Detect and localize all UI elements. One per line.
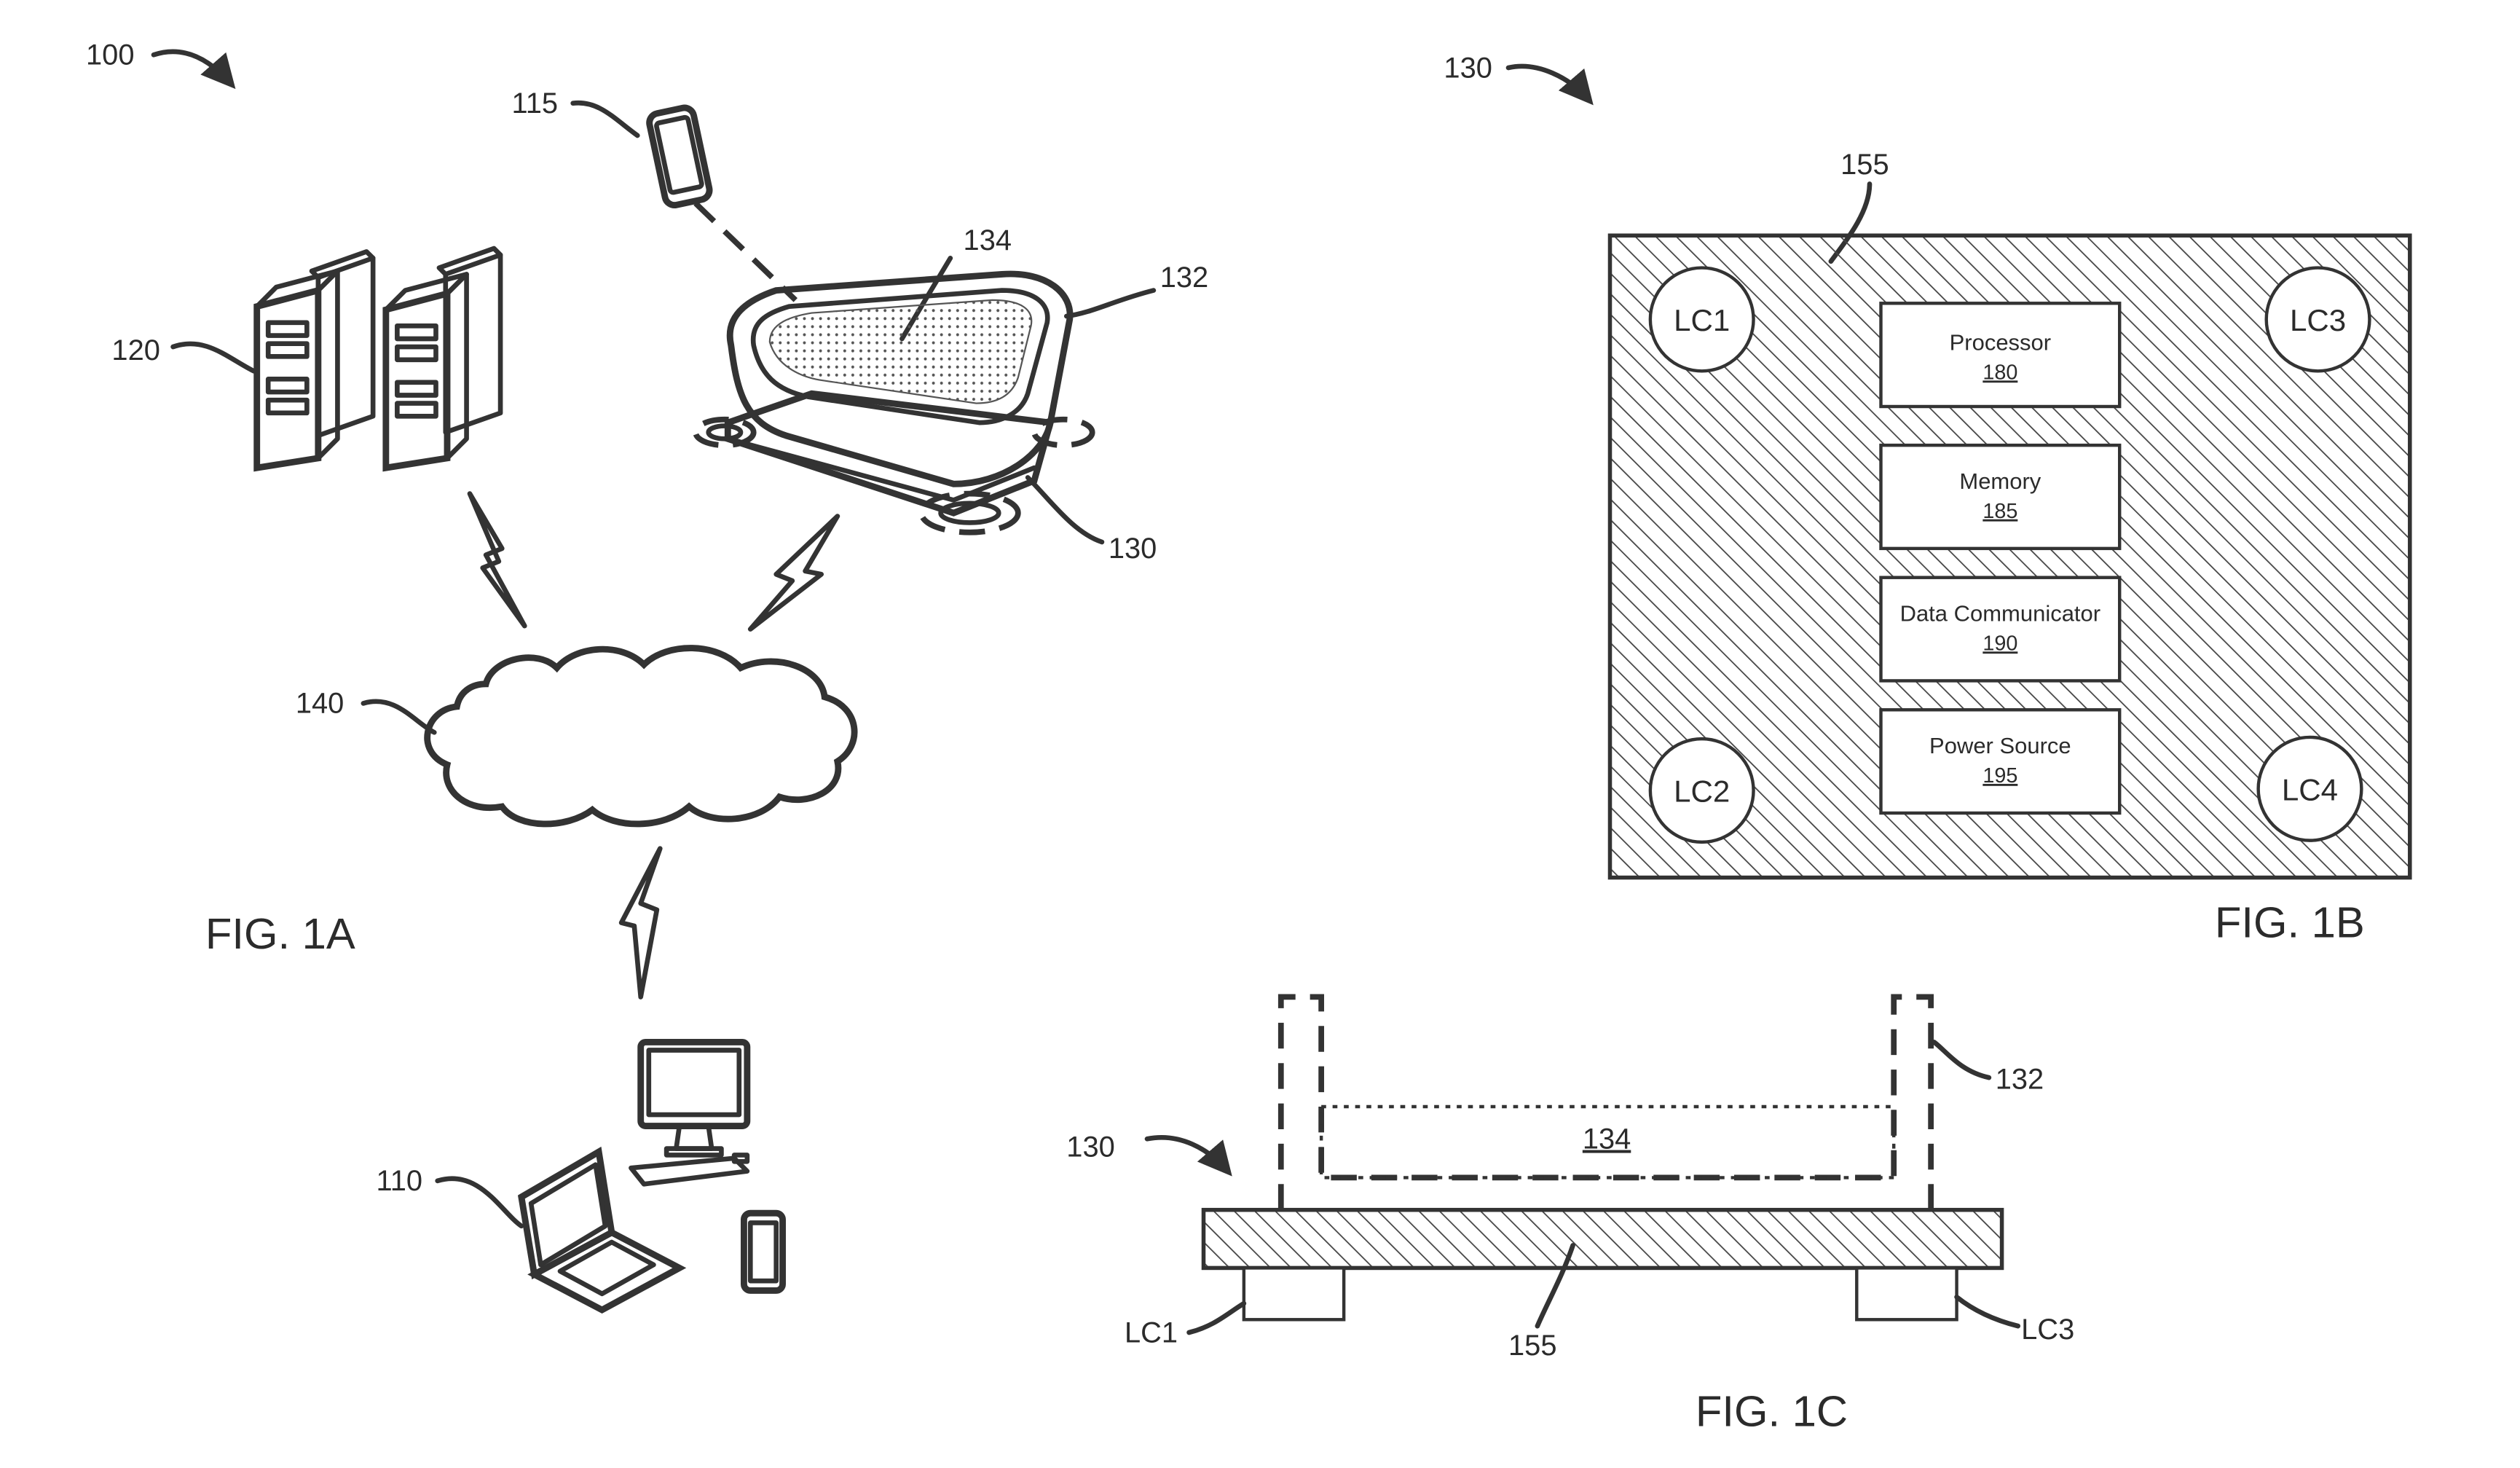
power-source-box bbox=[1879, 708, 2122, 815]
servers-icon bbox=[253, 246, 503, 472]
ref-132: 132 bbox=[1160, 262, 1208, 294]
load-cell-lc3 bbox=[2264, 266, 2371, 373]
ref-130-1a: 130 bbox=[1109, 533, 1157, 565]
ref-132-1c: 132 bbox=[1996, 1064, 2044, 1096]
power-source-title: Power Source bbox=[1929, 733, 2071, 758]
processor-box bbox=[1879, 302, 2122, 409]
caption-fig-1c: FIG. 1C bbox=[1696, 1386, 1848, 1435]
data-communicator-number: 190 bbox=[1982, 632, 2017, 655]
load-cell-lc2-label: LC2 bbox=[1674, 774, 1730, 809]
ref-100-arrow bbox=[151, 49, 236, 90]
smartphone-icon bbox=[741, 1209, 786, 1294]
laptop-icon bbox=[517, 1146, 687, 1314]
ref-155-1b: 155 bbox=[1840, 149, 1889, 181]
ref-120: 120 bbox=[111, 334, 160, 366]
ref-140: 140 bbox=[296, 688, 344, 720]
data-communicator-title: Data Communicator bbox=[1900, 601, 2101, 627]
load-cell-lc4 bbox=[2256, 735, 2363, 842]
fig-1b: 130 155 LC1 LC2 LC3 LC4 Processor 180 Me… bbox=[1444, 52, 2412, 947]
memory-box bbox=[1879, 443, 2122, 551]
mobile-link-dashed bbox=[693, 201, 798, 302]
ref-155-1c: 155 bbox=[1508, 1330, 1556, 1362]
litter-box-on-scale-icon bbox=[693, 270, 1095, 535]
memory-number: 185 bbox=[1982, 500, 2017, 523]
caption-fig-1a: FIG. 1A bbox=[205, 909, 355, 958]
lc1-leader-1c bbox=[1186, 1300, 1247, 1335]
ref-115: 115 bbox=[512, 87, 559, 119]
wireless-bolt-servers bbox=[467, 491, 527, 629]
processor-number: 180 bbox=[1982, 361, 2017, 384]
scale-plate-side-view bbox=[1201, 1207, 2004, 1271]
ref-155-1c-leader bbox=[1535, 1243, 1575, 1329]
ref-110: 110 bbox=[377, 1165, 423, 1197]
ref-110-leader bbox=[435, 1176, 524, 1229]
load-cell-lc2 bbox=[1648, 737, 1755, 844]
memory-title: Memory bbox=[1959, 468, 2041, 494]
lc3-leader-1c bbox=[1954, 1294, 2021, 1329]
ref-132-leader bbox=[1063, 288, 1157, 319]
data-communicator-box bbox=[1879, 576, 2122, 683]
mobile-phone-icon bbox=[646, 104, 713, 208]
load-cell-lc3-label: LC3 bbox=[2290, 303, 2346, 337]
load-cell-lc4-label: LC4 bbox=[2282, 772, 2338, 806]
ref-134-1c: 134 bbox=[1583, 1123, 1631, 1155]
fig-1a: 100 115 120 bbox=[86, 39, 1208, 1314]
ref-130-1a-leader bbox=[1025, 475, 1105, 545]
ref-132-1c-leader bbox=[1932, 1040, 1992, 1080]
desktop-computer-icon bbox=[629, 1039, 751, 1187]
lc3-label-1c: LC3 bbox=[2021, 1314, 2074, 1346]
lc1-label-1c: LC1 bbox=[1125, 1316, 1178, 1349]
fig-1c: 130 134 132 LC1 LC3 155 FIG. 1C bbox=[1066, 994, 2074, 1435]
ref-140-leader bbox=[361, 699, 437, 735]
load-cell-lc3-side bbox=[1855, 1266, 1958, 1322]
ref-130-1c-arrow bbox=[1144, 1135, 1232, 1177]
wireless-bolt-scale bbox=[747, 514, 840, 632]
ref-134: 134 bbox=[964, 224, 1012, 256]
ref-100: 100 bbox=[86, 39, 134, 71]
ref-130-1c: 130 bbox=[1066, 1131, 1114, 1163]
caption-fig-1b: FIG. 1B bbox=[2215, 898, 2365, 947]
ref-130-1b-arrow bbox=[1505, 63, 1594, 106]
load-cell-lc1-side bbox=[1242, 1266, 1346, 1322]
wireless-bolt-user bbox=[618, 846, 663, 1000]
processor-title: Processor bbox=[1950, 329, 2051, 355]
litter-tray-outline bbox=[1277, 994, 1934, 1210]
ref-130-1b: 130 bbox=[1444, 52, 1492, 84]
ref-115-leader bbox=[570, 100, 640, 138]
power-source-number: 195 bbox=[1982, 764, 2017, 788]
load-cell-lc1 bbox=[1648, 266, 1755, 373]
litter-fill-outline bbox=[1319, 1104, 1896, 1179]
network-cloud-icon bbox=[424, 645, 858, 828]
load-cell-lc1-label: LC1 bbox=[1674, 303, 1730, 337]
ref-120-leader bbox=[170, 341, 256, 374]
